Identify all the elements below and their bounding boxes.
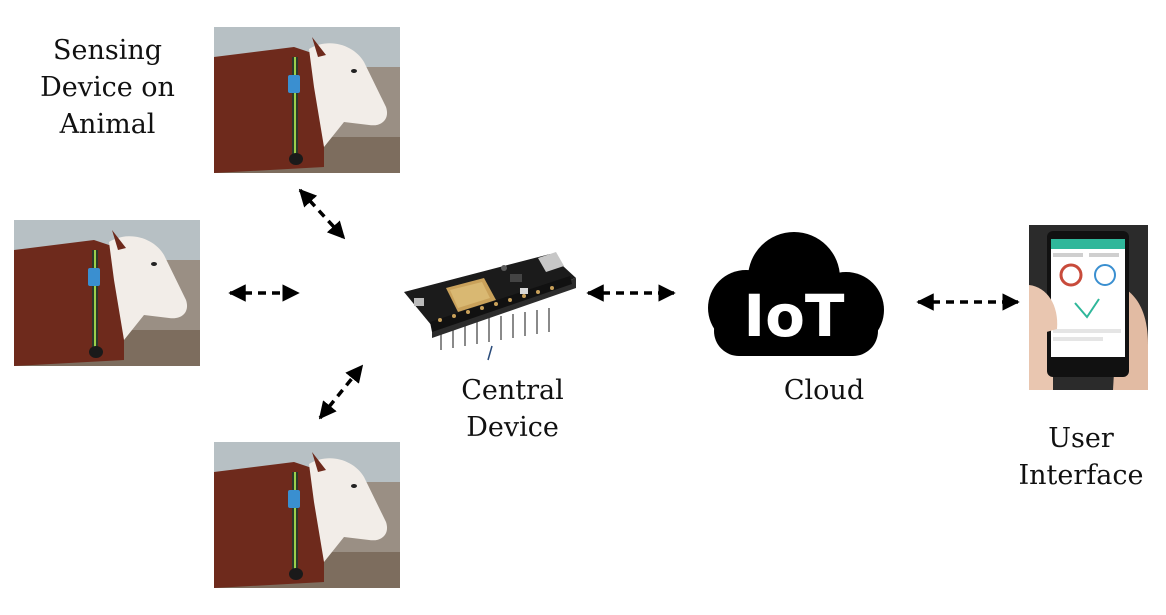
cow-photo-left <box>14 220 200 366</box>
user-interface-label: User Interface <box>1018 423 1144 491</box>
cow-photo-top <box>214 27 400 173</box>
iot-cloud-icon: IoT <box>708 232 884 356</box>
cow-photo-icon <box>214 27 400 173</box>
sensing-device-label: Sensing Device on Animal <box>40 35 175 140</box>
central-device-label: Central Device <box>461 375 564 443</box>
cow-photo-bottom <box>214 442 400 588</box>
cow-photo-icon <box>14 220 200 366</box>
arrow-top-cow-to-central <box>298 188 346 240</box>
cloud-logo-text: IoT <box>744 282 845 350</box>
central-device-board <box>400 238 578 362</box>
arrow-bottom-cow-to-central <box>318 364 364 420</box>
smartphone-photo-icon <box>1029 225 1148 390</box>
microcontroller-board-icon <box>404 252 576 361</box>
cloud-label: Cloud <box>783 375 865 406</box>
cow-photo-icon <box>214 442 400 588</box>
smartphone-photo <box>1029 225 1148 390</box>
iot-cloud: IoT <box>694 226 894 358</box>
